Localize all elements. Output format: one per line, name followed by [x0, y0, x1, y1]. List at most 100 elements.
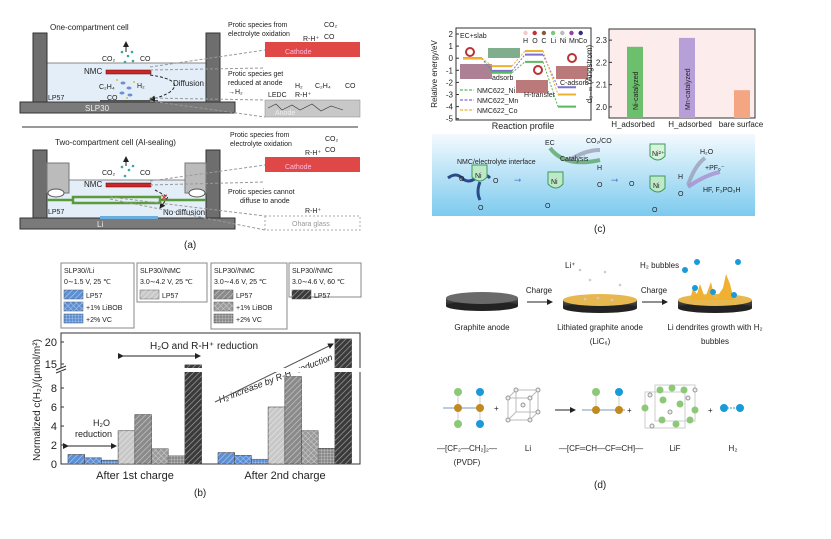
distance-x-label: H_adsorbed — [668, 120, 712, 129]
rh-label-4: R-H⁺ — [305, 208, 321, 215]
bar-pattern — [101, 460, 119, 464]
ni-devil-icon-3 — [649, 175, 666, 193]
legend-swatch-pattern — [64, 290, 83, 299]
li-electrode — [100, 216, 158, 219]
hf-label: HF, F₃PO₃H — [703, 187, 741, 194]
blocked-x-icon: ✕ — [160, 193, 168, 204]
state-label: H-transfer — [524, 92, 556, 99]
interface-label: NMC/electrolyte interface — [457, 159, 536, 166]
protic-from-4: electrolyte oxidation — [230, 141, 292, 148]
panel-c-scheme: NMC/electrolyte interface Ni O O O ➞ EC … — [432, 134, 755, 235]
energy-y-tick-label: -2 — [446, 78, 454, 87]
panel-d: Charge Li⁺ Charge H₂ bubbles Graphite an… — [437, 259, 763, 491]
h2-bubbles-label: H₂ bubbles — [640, 261, 679, 270]
reduced-1: Protic species get — [228, 71, 283, 78]
legend-box — [136, 262, 208, 303]
distance-bar — [679, 37, 695, 118]
co2-cathode-label: CO₂ — [324, 22, 338, 29]
panel-a: One-compartment cell SLP30 NMC CO₂ CO C₂… — [19, 22, 361, 251]
legend-title: SLP30//NMC — [214, 268, 255, 275]
energy-profile-chart: Relative energy/eV Reaction profile 210-… — [430, 27, 592, 131]
atom-legend-label: Li — [551, 38, 557, 45]
y-tick-label: 2 — [51, 440, 57, 452]
ohara-glass — [264, 215, 361, 231]
co-anode2-label: CO — [345, 83, 356, 90]
energy-y-tick-label: -4 — [446, 103, 454, 112]
ni-label-3: Ni — [653, 183, 660, 190]
legend-swatch-pattern — [140, 290, 159, 299]
distance-bar — [627, 46, 643, 118]
state-label: C-adsorb — [560, 80, 589, 87]
bar-pattern — [268, 407, 285, 464]
dendrite-anode-disk — [678, 259, 752, 313]
legend-item-label: LP57 — [162, 293, 178, 300]
distance-y-tick-label: 2.3 — [596, 36, 608, 45]
energy-connector — [481, 57, 493, 72]
h2-anode-label: H₂ — [295, 83, 303, 90]
two-compartment-title: Two-compartment cell (Al-sealing) — [55, 138, 176, 147]
bar-pattern — [68, 454, 85, 464]
panel-a-label: (a) — [184, 240, 196, 251]
co-cathode-label: CO — [324, 34, 335, 41]
graphite-label: Graphite anode — [454, 323, 510, 332]
atom-legend-label: Mn — [569, 38, 579, 45]
dendrites-label: Li dendrites growth with H₂ — [667, 323, 762, 332]
protic-from-3: Protic species from — [230, 132, 290, 139]
energy-legend-label: NMC622_Ni — [477, 88, 516, 95]
o-label-7: O — [652, 207, 658, 214]
li-plus-label: Li⁺ — [565, 261, 575, 270]
distance-x-label: H_adsorbed — [611, 120, 655, 129]
bar-pattern — [318, 448, 335, 464]
o-label-4: O — [597, 182, 603, 189]
legend-subtitle: 0∼1.5 V, 25 ℃ — [64, 279, 111, 286]
legend-item-label: +1% LiBOB — [86, 305, 123, 312]
energy-connector — [542, 54, 559, 88]
lp57-label-2: LP57 — [48, 209, 64, 216]
energy-legend-label: NMC622_Co — [477, 108, 518, 115]
annotation-h2o: H₂O — [93, 418, 110, 428]
atom-legend-dot — [541, 30, 547, 36]
axis-break-mark — [55, 365, 67, 371]
energy-y-tick-label: -5 — [446, 115, 454, 124]
protic-from-1: Protic species from — [228, 22, 288, 29]
co-label-2: CO — [140, 170, 151, 177]
bar-pattern — [184, 364, 202, 464]
pvdf-formula: —[CF₂—CH₂]₂— — [437, 444, 497, 453]
state-label: adsorb — [492, 75, 514, 82]
co2-cathode-label-2: CO₂ — [325, 136, 339, 143]
ni-devil-icon-1 — [471, 164, 488, 182]
distance-y-tick-label: 2.1 — [596, 81, 608, 90]
distance-y-tick-label: 2.2 — [596, 58, 608, 67]
co-cathode-label-2: CO — [325, 147, 336, 154]
o-label-1: O — [459, 176, 465, 183]
al-sealing — [47, 195, 206, 205]
bar-pattern — [168, 455, 185, 464]
pf6-label: +PF₆⁻ — [705, 165, 725, 172]
slp30-label: SLP30 — [85, 104, 110, 113]
o-label-3: O — [478, 205, 484, 212]
legend-item-label: LP57 — [86, 293, 102, 300]
c2h4-label: C₂H₄ — [99, 84, 115, 91]
bar-pattern — [151, 448, 169, 464]
legend-item-label: LP57 — [314, 293, 330, 300]
reduced-3: →H₂ — [228, 89, 243, 96]
legend-swatch-pattern — [214, 314, 233, 323]
h2o-label: H₂O — [700, 149, 714, 156]
h-label-2: H — [678, 174, 683, 181]
cell-wall-right-2 — [205, 149, 221, 221]
o-label-8: O — [678, 191, 684, 198]
rh-label-2: R-H⁺ — [295, 92, 311, 99]
bar-pattern — [284, 376, 302, 464]
legend-swatch-pattern — [64, 314, 83, 323]
lif-crystal — [641, 384, 699, 429]
lithiated-anode-disk — [563, 268, 637, 313]
panel-c-label: (c) — [594, 224, 606, 235]
slp30-base — [19, 101, 236, 114]
bar-pattern — [301, 430, 319, 464]
lif-label: LiF — [669, 444, 680, 453]
distance-x-label: bare surface — [719, 120, 764, 129]
energy-legend-label: NMC622_Mn — [477, 98, 518, 105]
atom-legend-label: Co — [578, 38, 587, 45]
